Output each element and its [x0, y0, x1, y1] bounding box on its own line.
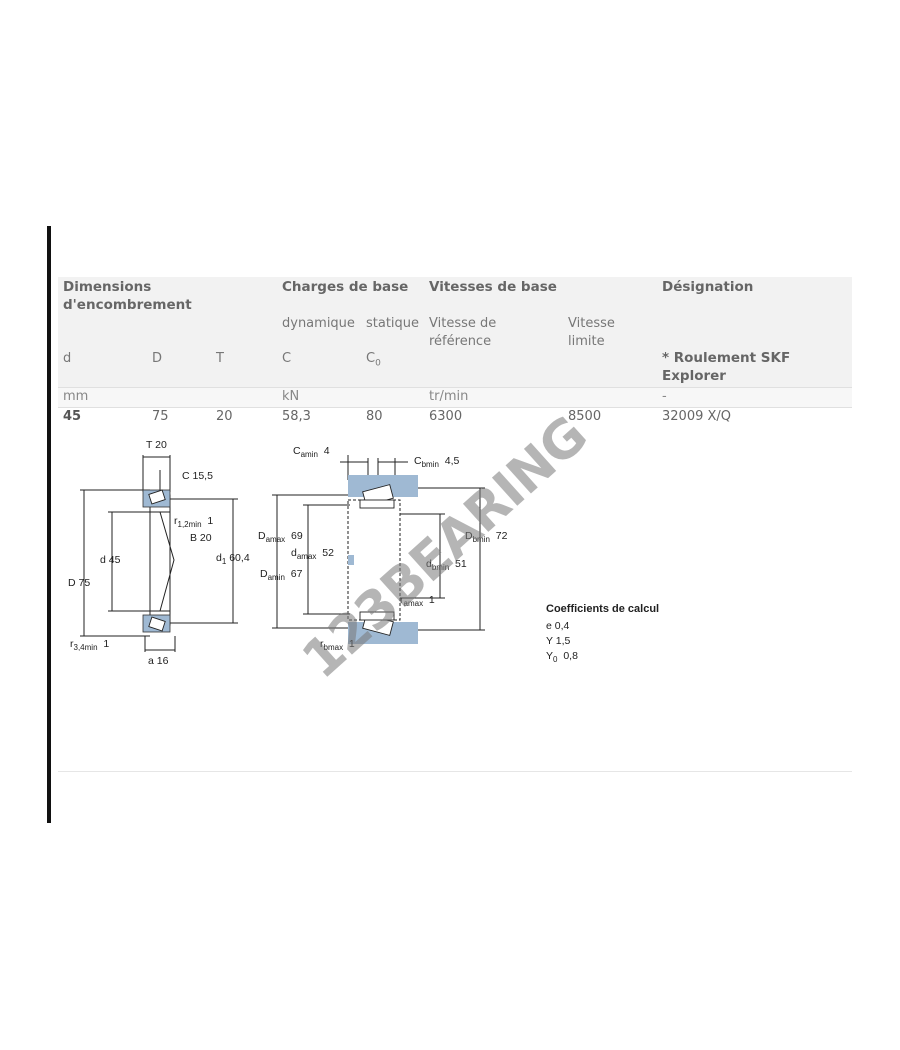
unit-dash: -	[662, 389, 667, 404]
unit-kN: kN	[282, 389, 300, 404]
unit-tr-min: tr/min	[429, 389, 469, 404]
subheader-vitesse-ref-line2: référence	[429, 334, 492, 349]
label-r34: r3,4min 1	[70, 638, 110, 653]
symbol-T: T	[216, 351, 224, 366]
label-T: T 20	[146, 439, 167, 451]
coefficient-Y0: Y0 0,8	[546, 650, 578, 665]
label-d1: d1 60,4	[216, 552, 250, 567]
label-r12: r1,2min 1	[174, 515, 214, 530]
left-rule	[47, 226, 51, 823]
value-v-lim: 8500	[568, 409, 602, 424]
designation-explorer-line2: Explorer	[662, 368, 726, 384]
header-dimensions-line2: d'encombrement	[63, 297, 192, 313]
value-C: 58,3	[282, 409, 311, 424]
coefficient-Y: Y 1,5	[546, 635, 571, 647]
coefficient-e: e 0,4	[546, 620, 570, 632]
header-designation: Désignation	[662, 279, 754, 295]
label-d: d 45	[100, 554, 121, 566]
label-Dbmin: Dbmin 72	[465, 530, 508, 545]
bearing-spec-panel: Dimensions d'encombrement Charges de bas…	[58, 277, 852, 772]
header-dimensions: Dimensions	[63, 279, 152, 295]
symbol-C0: C0	[366, 351, 381, 369]
label-Cbmin: Cbmin 4,5	[414, 455, 460, 470]
header-background	[58, 277, 852, 387]
subheader-vitesse-lim-line2: limite	[568, 334, 605, 349]
value-C0: 80	[366, 409, 383, 424]
subheader-dynamique: dynamique	[282, 316, 355, 331]
label-rbmax: rbmax 1	[320, 638, 355, 653]
label-Camin: Camin 4	[293, 445, 330, 460]
value-v-ref: 6300	[429, 409, 463, 424]
units-row-background	[58, 387, 852, 408]
value-D: 75	[152, 409, 169, 424]
label-ramax: ramax 1	[400, 594, 435, 609]
symbol-C: C	[282, 351, 292, 366]
value-T: 20	[216, 409, 233, 424]
label-D: D 75	[68, 577, 91, 589]
value-designation: 32009 X/Q	[662, 409, 732, 424]
subheader-statique: statique	[366, 316, 420, 331]
label-Damax: Damax 69	[258, 530, 303, 545]
label-C: C 15,5	[182, 470, 213, 482]
coefficients-title: Coefficients de calcul	[546, 603, 660, 615]
label-B: B 20	[190, 532, 212, 544]
label-damax: damax 52	[291, 547, 334, 562]
value-d: 45	[63, 409, 82, 424]
header-vitesses: Vitesses de base	[429, 279, 557, 295]
label-a: a 16	[148, 655, 169, 667]
symbol-d: d	[63, 351, 72, 366]
subheader-vitesse-lim: Vitesse	[568, 316, 615, 331]
label-dbmin: dbmin 51	[426, 558, 467, 573]
label-Damin: Damin 67	[260, 568, 303, 583]
header-charges: Charges de base	[282, 279, 409, 295]
designation-explorer: * Roulement SKF	[662, 350, 791, 366]
symbol-D: D	[152, 351, 163, 366]
unit-mm: mm	[63, 389, 89, 404]
subheader-vitesse-ref: Vitesse de	[429, 316, 497, 331]
